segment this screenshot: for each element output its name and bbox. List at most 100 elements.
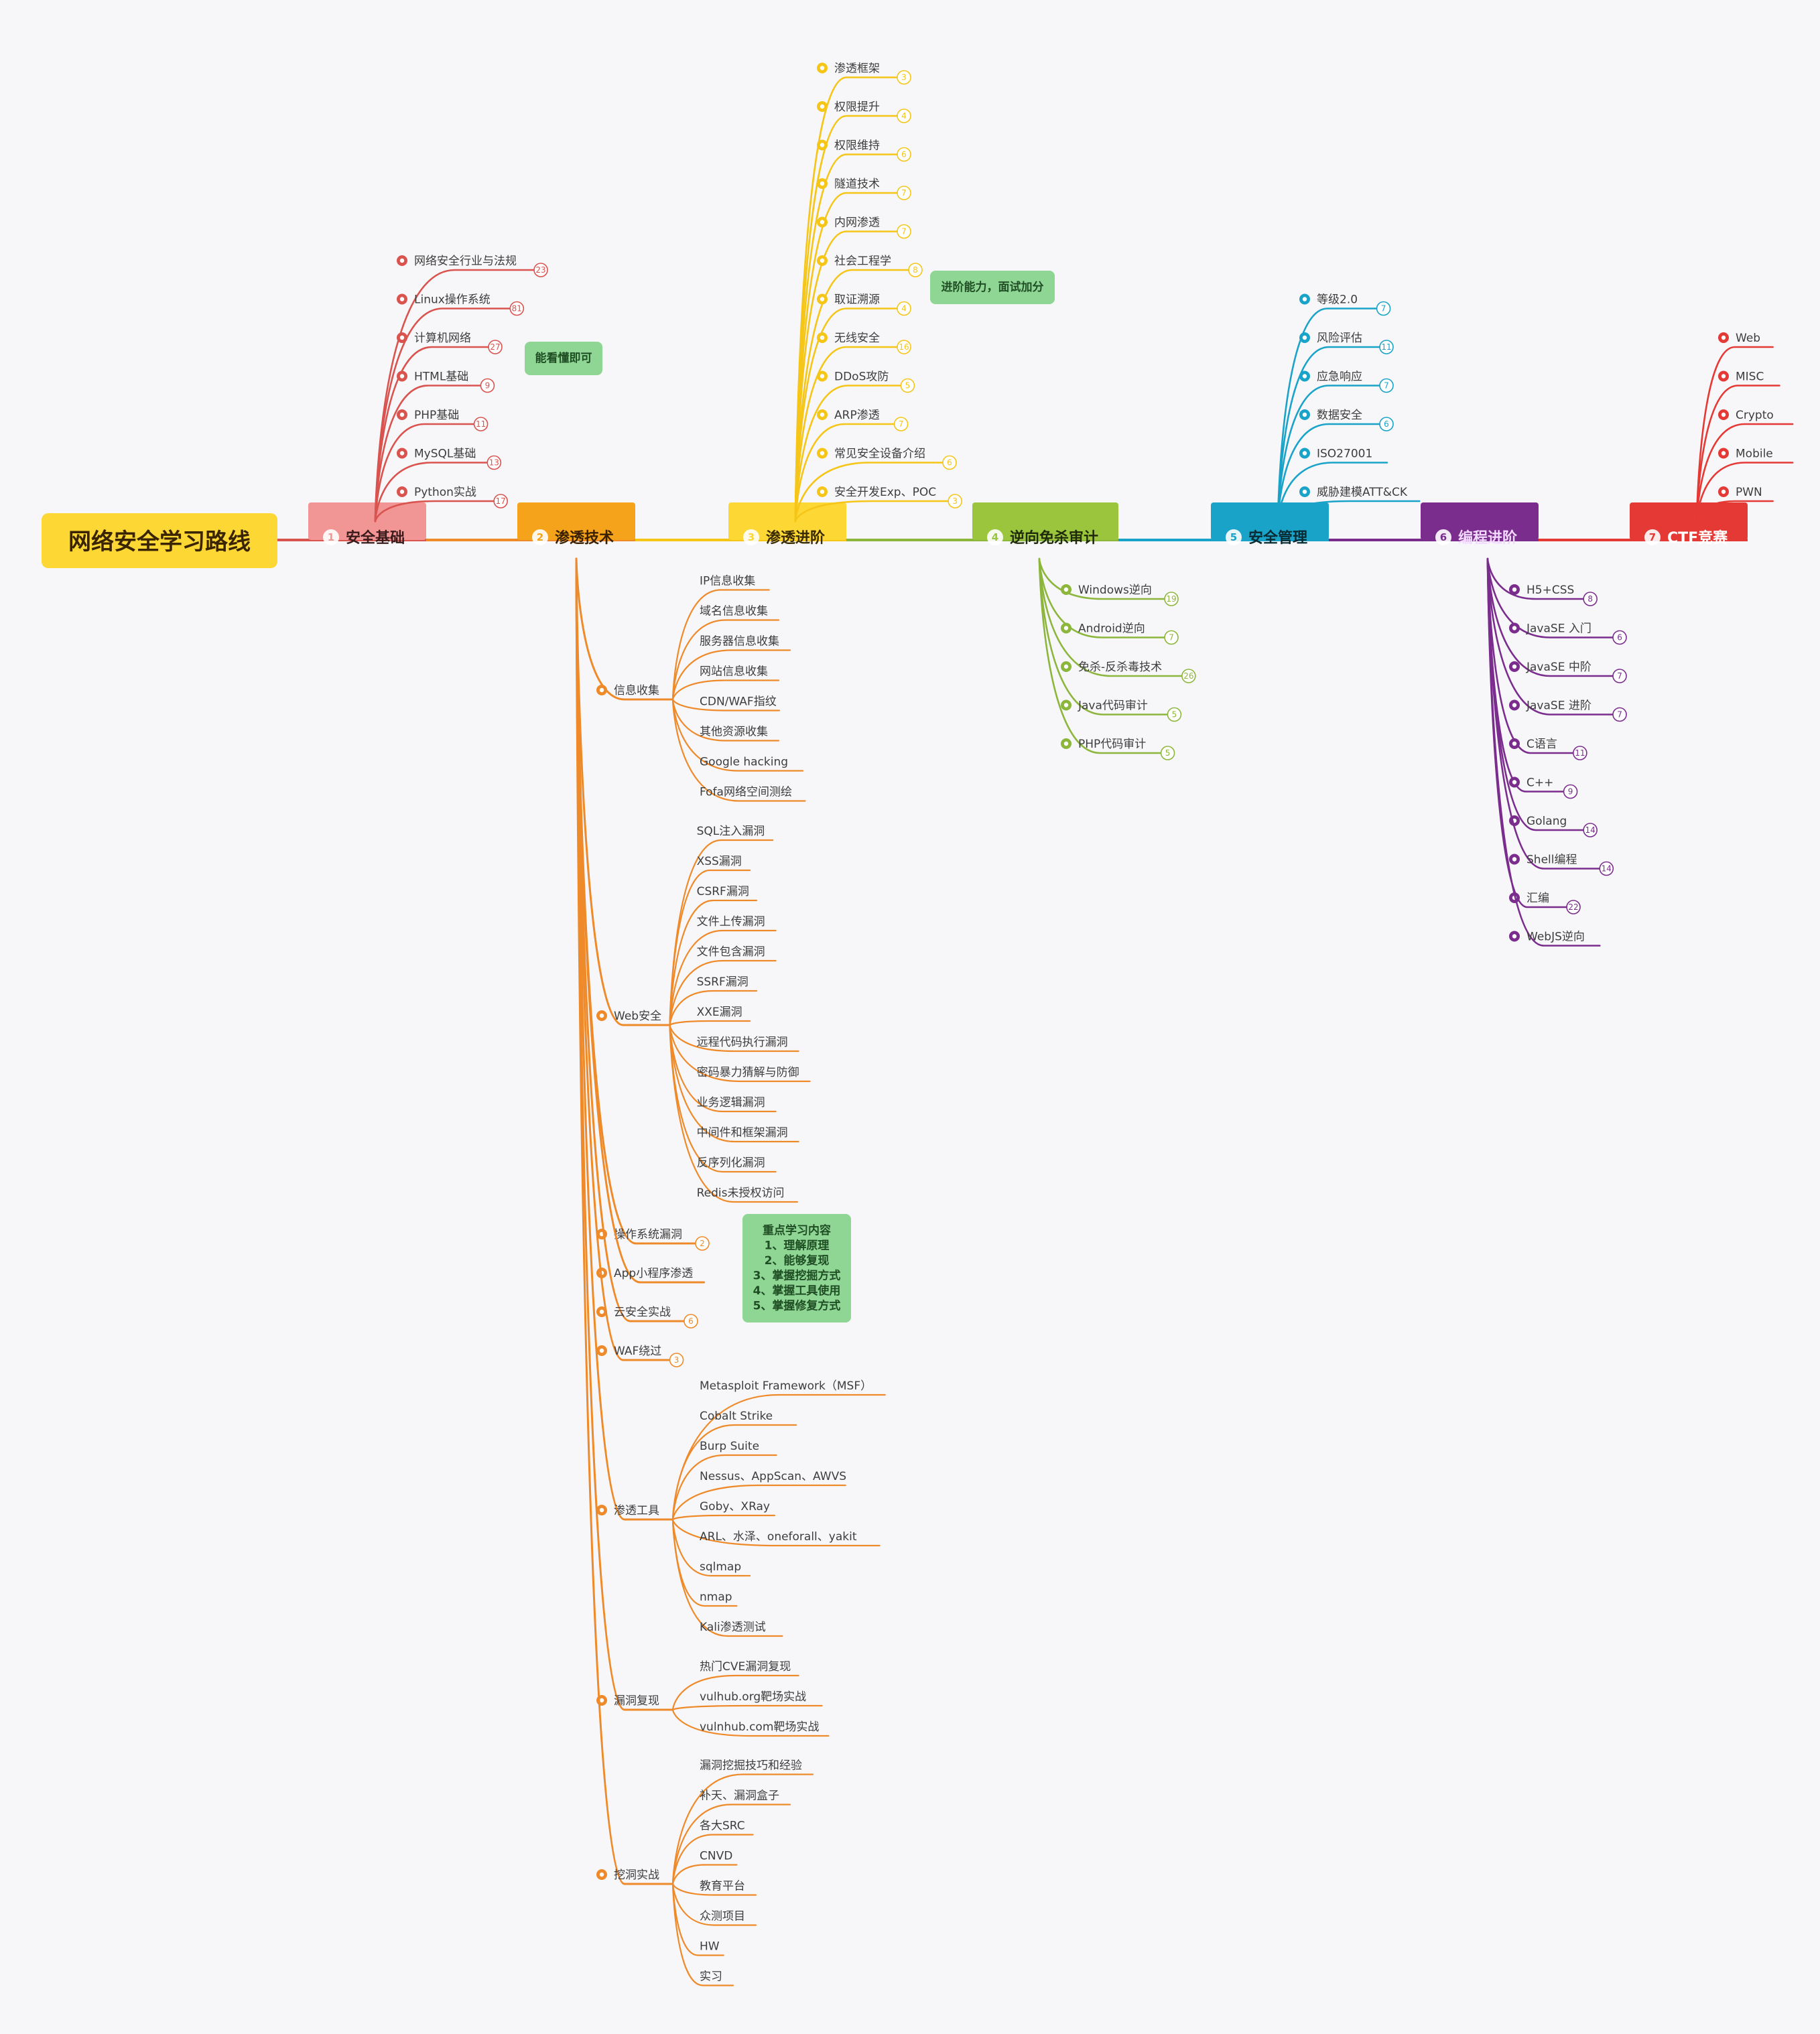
count-badge[interactable]: 17 xyxy=(493,494,508,508)
count-badge[interactable]: 81 xyxy=(509,301,525,316)
count-badge[interactable]: 11 xyxy=(473,417,489,431)
group-2[interactable]: Web安全SQL注入漏洞XSS漏洞CSRF漏洞文件上传漏洞文件包含漏洞SSRF漏… xyxy=(575,557,811,1203)
leaf-item[interactable]: Kali渗透测试 xyxy=(671,1518,783,1637)
count-badge[interactable]: 7 xyxy=(897,224,911,239)
count-badge[interactable]: 7 xyxy=(893,417,909,431)
leaf-item[interactable]: vulhub.org靶场实战 xyxy=(671,1690,823,1711)
leaf-item[interactable]: CDN/WAF指纹 xyxy=(671,695,781,711)
count-badge[interactable]: 7 xyxy=(1379,378,1394,393)
count-badge[interactable]: 3 xyxy=(897,70,911,85)
topic-item[interactable]: ISO27001 xyxy=(1277,448,1388,523)
count-badge[interactable]: 7 xyxy=(897,186,911,200)
count-badge[interactable]: 11 xyxy=(1379,340,1394,354)
count-badge[interactable]: 6 xyxy=(897,147,911,162)
group-9[interactable]: 挖洞实战漏洞挖掘技巧和经验补天、漏洞盒子各大SRCCNVD教育平台众测项目HW实… xyxy=(575,557,814,1986)
topic-item[interactable]: 安全开发Exp、POC 3 xyxy=(794,486,962,523)
count-badge[interactable]: 4 xyxy=(897,109,911,123)
count-badge[interactable]: 7 xyxy=(1164,630,1179,645)
count-badge[interactable]: 6 xyxy=(684,1314,698,1329)
svg-text:14: 14 xyxy=(1585,825,1596,835)
count-badge[interactable]: 5 xyxy=(900,378,915,393)
topic-item[interactable]: JavaSE 中阶7 xyxy=(1486,557,1627,683)
topic-item[interactable]: WebJS逆向 xyxy=(1486,557,1601,947)
count-badge[interactable]: 7 xyxy=(1612,707,1627,722)
leaf-item[interactable]: CNVD xyxy=(671,1850,738,1885)
count-badge[interactable]: 13 xyxy=(486,455,502,470)
topic-item[interactable]: PWN xyxy=(1695,486,1774,523)
count-badge[interactable]: 2 xyxy=(695,1236,710,1251)
count-badge[interactable]: 9 xyxy=(1563,784,1578,799)
count-badge[interactable]: 19 xyxy=(1164,592,1179,606)
count-badge[interactable]: 7 xyxy=(1612,669,1627,683)
count-badge[interactable]: 6 xyxy=(1612,630,1627,645)
leaf-item[interactable]: SSRF漏洞 xyxy=(669,975,758,1026)
leaf-item[interactable]: 网站信息收集 xyxy=(671,665,780,701)
count-badge[interactable]: 6 xyxy=(1379,417,1394,431)
leaf-item[interactable]: 密码暴力猜解与防御 xyxy=(669,1024,811,1083)
count-badge[interactable]: 14 xyxy=(1599,861,1614,876)
leaf-item[interactable]: 远程代码执行漏洞 xyxy=(669,1024,799,1053)
topic-bullet-icon xyxy=(1299,448,1310,459)
count-badge[interactable]: 9 xyxy=(480,378,495,393)
leaf-item[interactable]: ARL、水泽、oneforall、yakit xyxy=(671,1518,881,1547)
count-badge[interactable]: 27 xyxy=(488,340,503,354)
leaf-item[interactable]: XXE漏洞 xyxy=(669,1006,751,1026)
count-badge[interactable]: 6 xyxy=(942,455,957,470)
count-badge[interactable]: 11 xyxy=(1573,746,1587,760)
count-badge[interactable]: 14 xyxy=(1583,823,1598,837)
group-1[interactable]: 信息收集IP信息收集域名信息收集服务器信息收集网站信息收集CDN/WAF指纹其他… xyxy=(575,557,806,802)
root-node[interactable]: 网络安全学习路线 xyxy=(42,513,277,568)
count-badge[interactable]: 8 xyxy=(908,263,923,277)
topic-item[interactable]: JavaSE 入门6 xyxy=(1486,557,1627,645)
count-badge[interactable]: 5 xyxy=(1167,707,1182,722)
count-badge[interactable]: 3 xyxy=(669,1353,684,1367)
count-badge[interactable]: 23 xyxy=(533,263,548,277)
topic-item[interactable]: 威胁建模ATT&CK xyxy=(1277,486,1421,523)
count-badge[interactable]: 3 xyxy=(948,494,962,508)
topic-bullet-icon xyxy=(1509,931,1520,942)
count-badge[interactable]: 5 xyxy=(1160,746,1175,760)
svg-text:vulnhub.com靶场实战: vulnhub.com靶场实战 xyxy=(700,1720,819,1734)
count-badge[interactable]: 4 xyxy=(897,301,911,316)
count-badge[interactable]: 22 xyxy=(1566,900,1581,914)
group-4[interactable]: App小程序渗透 xyxy=(575,557,706,1284)
leaf-item[interactable]: Redis未授权访问 xyxy=(669,1024,798,1203)
leaf-item[interactable]: vulnhub.com靶场实战 xyxy=(671,1708,830,1737)
leaf-item[interactable]: Nessus、AppScan、AWVS xyxy=(671,1470,846,1521)
count-badge[interactable]: 26 xyxy=(1181,669,1196,683)
leaf-item[interactable]: sqlmap xyxy=(671,1518,751,1577)
svg-text:热门CVE漏洞复现: 热门CVE漏洞复现 xyxy=(700,1660,791,1674)
leaf-item[interactable]: Fofa网络空间测绘 xyxy=(671,698,806,802)
leaf-item[interactable]: 实习 xyxy=(671,1883,734,1986)
leaf-item[interactable]: 补天、漏洞盒子 xyxy=(671,1789,791,1885)
svg-text:无线安全: 无线安全 xyxy=(834,332,880,345)
count-badge[interactable]: 8 xyxy=(1583,592,1598,606)
leaf-item[interactable]: 教育平台 xyxy=(671,1880,757,1896)
count-badge[interactable]: 16 xyxy=(897,340,911,354)
leaf-item[interactable]: Goby、XRay xyxy=(671,1500,775,1521)
leaf-item[interactable]: 热门CVE漏洞复现 xyxy=(671,1660,799,1711)
svg-text:安全开发Exp、POC: 安全开发Exp、POC xyxy=(834,486,936,499)
count-badge[interactable]: 7 xyxy=(1376,301,1391,316)
